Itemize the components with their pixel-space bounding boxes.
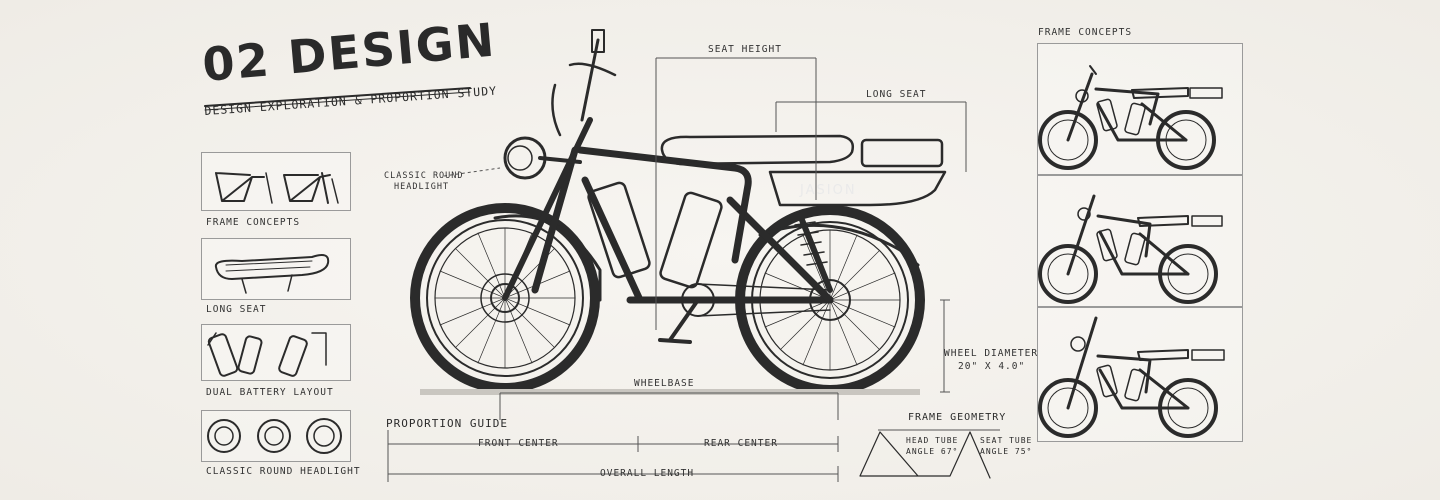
frame-concepts-label: FRAME CONCEPTS (206, 217, 301, 228)
seat-tube-line1: SEAT TUBE (980, 436, 1033, 445)
headlight-callout-line2: HEADLIGHT (394, 182, 450, 192)
wheel-diameter-value: 20" X 4.0" (958, 361, 1026, 372)
frame-concept-2 (1037, 175, 1243, 307)
frame-concepts-thumbnail (201, 152, 351, 211)
rear-rack (860, 138, 944, 168)
wheelbase-label: WHEELBASE (634, 378, 695, 389)
frame-sketch-icon (215, 172, 339, 204)
long-seat-dimension-label: LONG SEAT (866, 89, 927, 100)
seat-sketch-icon (214, 254, 330, 294)
long-seat-thumbnail (201, 238, 351, 300)
front-wheel (410, 203, 600, 393)
front-center-label: FRONT CENTER (478, 438, 559, 449)
headlight-sketch-icon (207, 418, 342, 454)
headlight-thumbnail (201, 410, 351, 462)
right-frame-concepts-title: FRAME CONCEPTS (1038, 27, 1133, 38)
seat-tube-line2: ANGLE 75° (980, 447, 1033, 456)
bike-concept-icon (1038, 194, 1223, 304)
frame-concept-3 (1037, 307, 1243, 442)
frame-geometry-title: FRAME GEOMETRY (908, 412, 1007, 423)
headlight-label: CLASSIC ROUND HEADLIGHT (206, 466, 361, 477)
head-tube-line1: HEAD TUBE (906, 436, 959, 445)
long-seat (660, 134, 854, 166)
wheel-diameter-label: WHEEL DIAMETER (944, 348, 1039, 359)
front-battery (587, 181, 651, 279)
battery-sketch-icon (207, 332, 327, 377)
rear-battery (659, 191, 723, 289)
head-tube-line2: ANGLE 67° (906, 447, 959, 456)
rear-center-label: REAR CENTER (704, 438, 778, 449)
long-seat-label: LONG SEAT (206, 304, 267, 315)
dual-battery-label: DUAL BATTERY LAYOUT (206, 387, 334, 398)
seat-height-label: SEAT HEIGHT (708, 44, 782, 55)
headlight-callout-line1: CLASSIC ROUND (384, 171, 464, 181)
bike-concept-icon (1038, 65, 1223, 170)
dual-battery-thumbnail (201, 324, 351, 381)
overall-length-label: OVERALL LENGTH (600, 468, 695, 479)
bike-concept-icon (1038, 316, 1225, 438)
side-panel (768, 170, 947, 207)
frame-concept-1 (1037, 43, 1243, 175)
bike-brand-text: JASION (799, 183, 857, 198)
proportion-guide-title: PROPORTION GUIDE (386, 417, 508, 430)
